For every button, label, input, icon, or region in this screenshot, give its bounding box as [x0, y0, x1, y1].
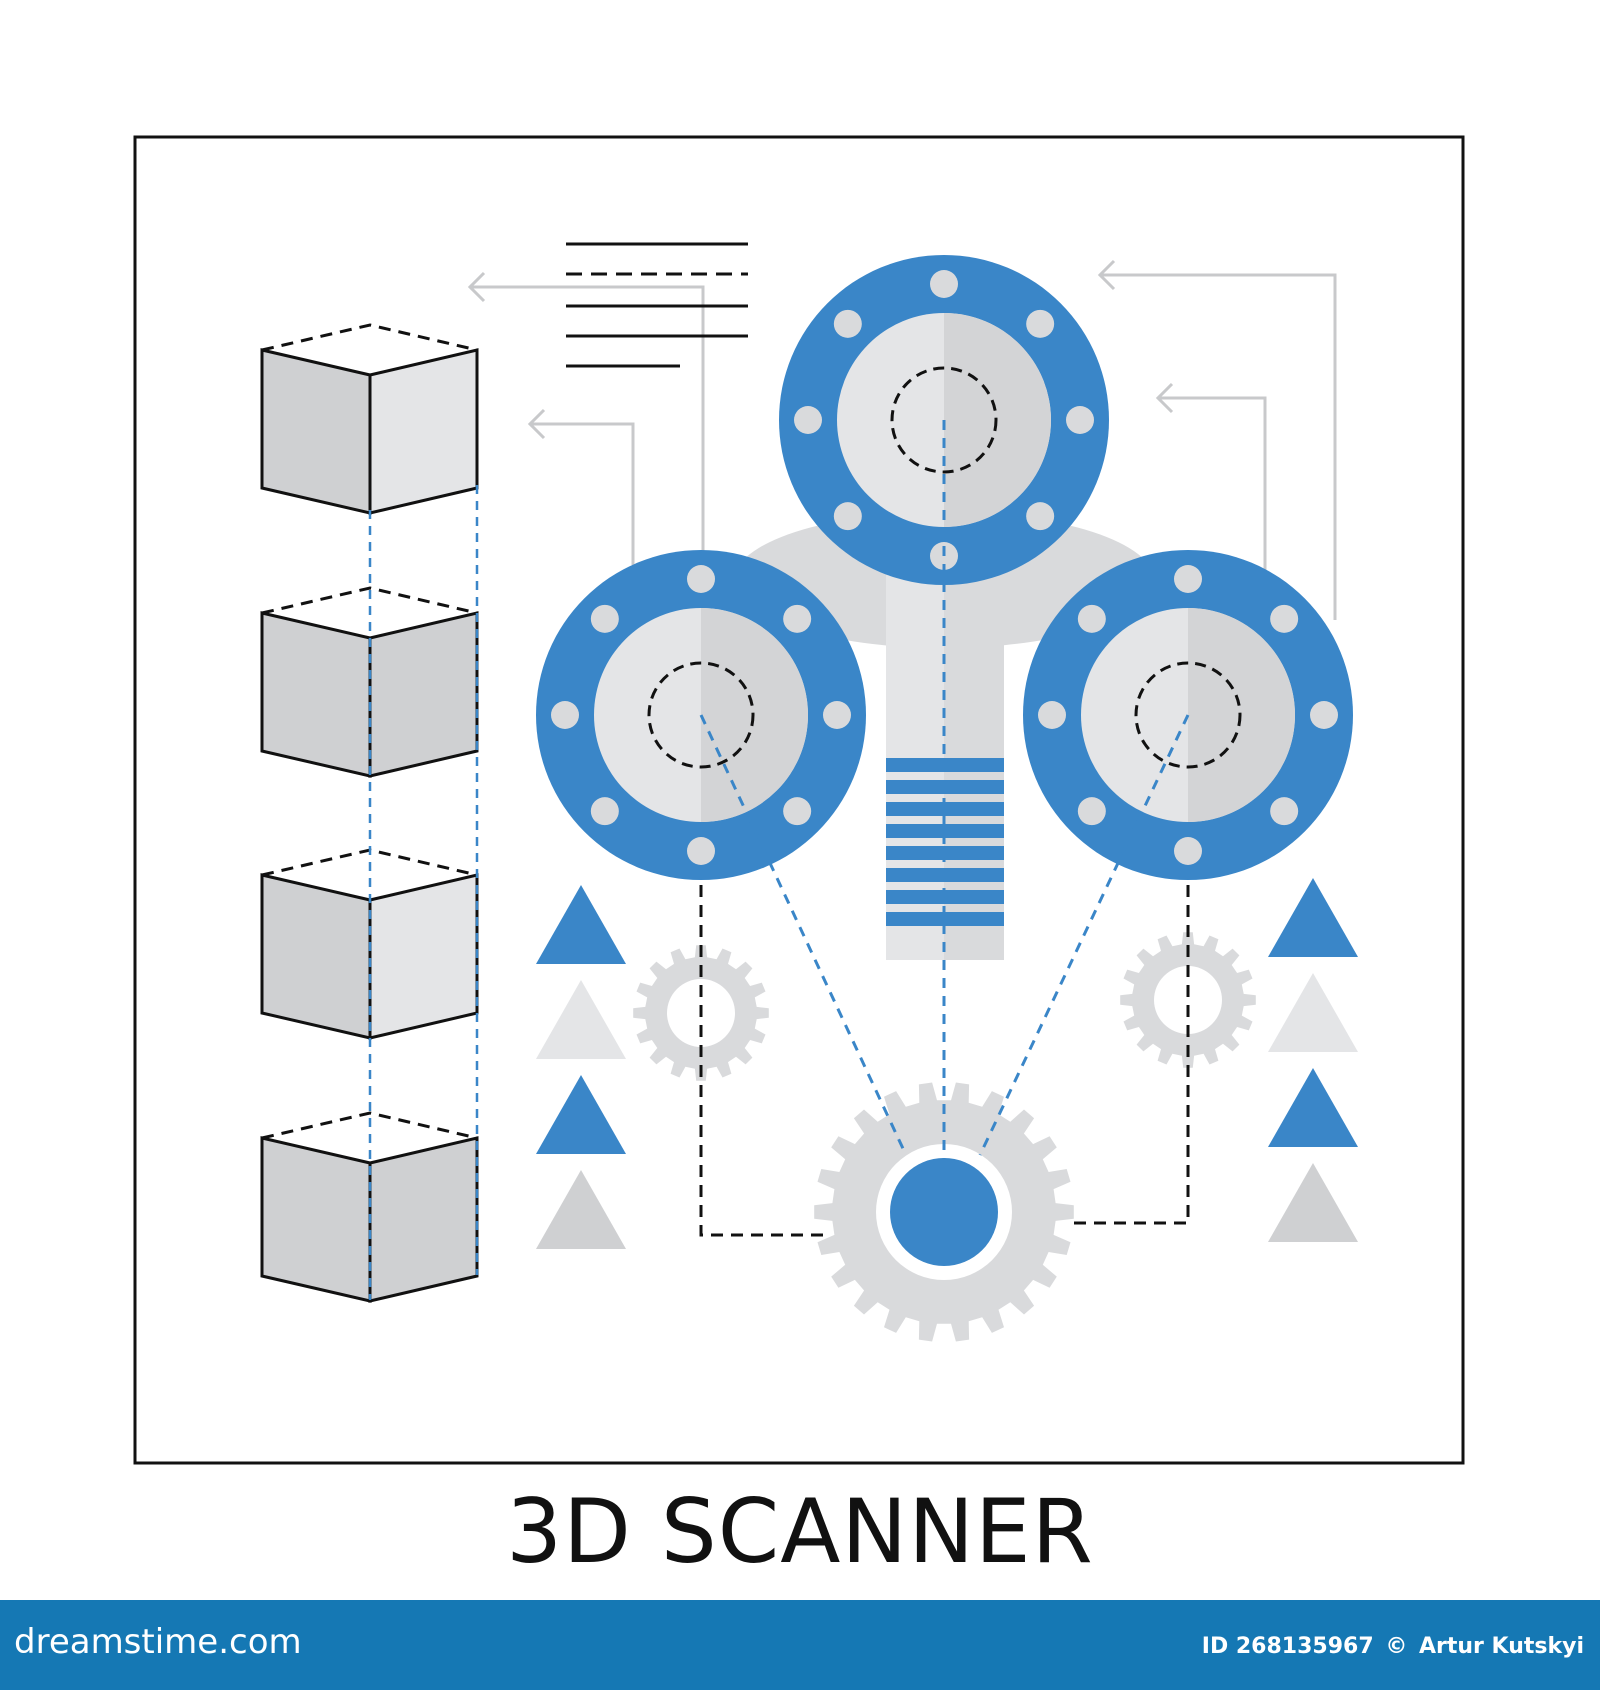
cube-stack	[260, 323, 479, 1303]
disc-bolt	[687, 565, 715, 593]
image-id: ID 268135967	[1201, 1634, 1374, 1659]
disc-bolt	[687, 837, 715, 865]
credit-line: ID 268135967 © Artur Kutskyi	[1198, 1634, 1584, 1659]
disc-bolt	[823, 701, 851, 729]
author-name[interactable]: Artur Kutskyi	[1418, 1634, 1584, 1659]
disc-bolt	[1026, 309, 1055, 338]
gear-small-right	[1120, 932, 1256, 1068]
frame	[133, 135, 1465, 1465]
copyright-icon: ©	[1385, 1634, 1408, 1659]
disc-bolt	[794, 406, 822, 434]
cube-guide-lines	[368, 485, 479, 1300]
disc-bolt	[783, 604, 812, 633]
disc-bolt	[590, 604, 619, 633]
lens-outline	[1134, 661, 1242, 769]
triangle-column-right	[1268, 878, 1358, 1242]
lens-outline	[890, 366, 998, 474]
disc-bolt	[1026, 502, 1055, 531]
disc-bolt	[833, 502, 862, 531]
lens-outline	[647, 661, 755, 769]
text-lines	[566, 242, 748, 368]
cube	[260, 586, 479, 778]
brand-logo[interactable]: dreamstime.com	[14, 1622, 302, 1662]
footer-bar: dreamstime.com ID 268135967 © Artur Kuts…	[0, 1600, 1600, 1690]
disc-bolt	[1270, 797, 1299, 826]
disc-bolt	[1174, 837, 1202, 865]
connector-lines-black	[699, 885, 1190, 1237]
gear-large	[814, 1082, 1074, 1342]
disc-bolt	[590, 797, 619, 826]
disc-bolt	[1038, 701, 1066, 729]
connector-lines-blue	[699, 420, 1190, 1160]
cube	[260, 1111, 479, 1303]
flow-arrows	[467, 259, 1337, 620]
disc-bolt	[1077, 797, 1106, 826]
triangle-column-left	[536, 885, 626, 1249]
gear-hub	[890, 1158, 998, 1266]
cube	[260, 323, 479, 515]
disc-bolt	[930, 270, 958, 298]
disc-bolt	[1174, 565, 1202, 593]
disc-bolt	[1066, 406, 1094, 434]
disc-bolt	[1270, 604, 1299, 633]
illustration-canvas	[133, 135, 1465, 1465]
disc-bolt	[551, 701, 579, 729]
cube	[260, 848, 479, 1040]
caption: 3D SCANNER	[506, 1480, 1094, 1583]
disc-bolt	[833, 309, 862, 338]
disc-bolt	[1310, 701, 1338, 729]
disc-bolt	[1077, 604, 1106, 633]
disc-bolt	[783, 797, 812, 826]
